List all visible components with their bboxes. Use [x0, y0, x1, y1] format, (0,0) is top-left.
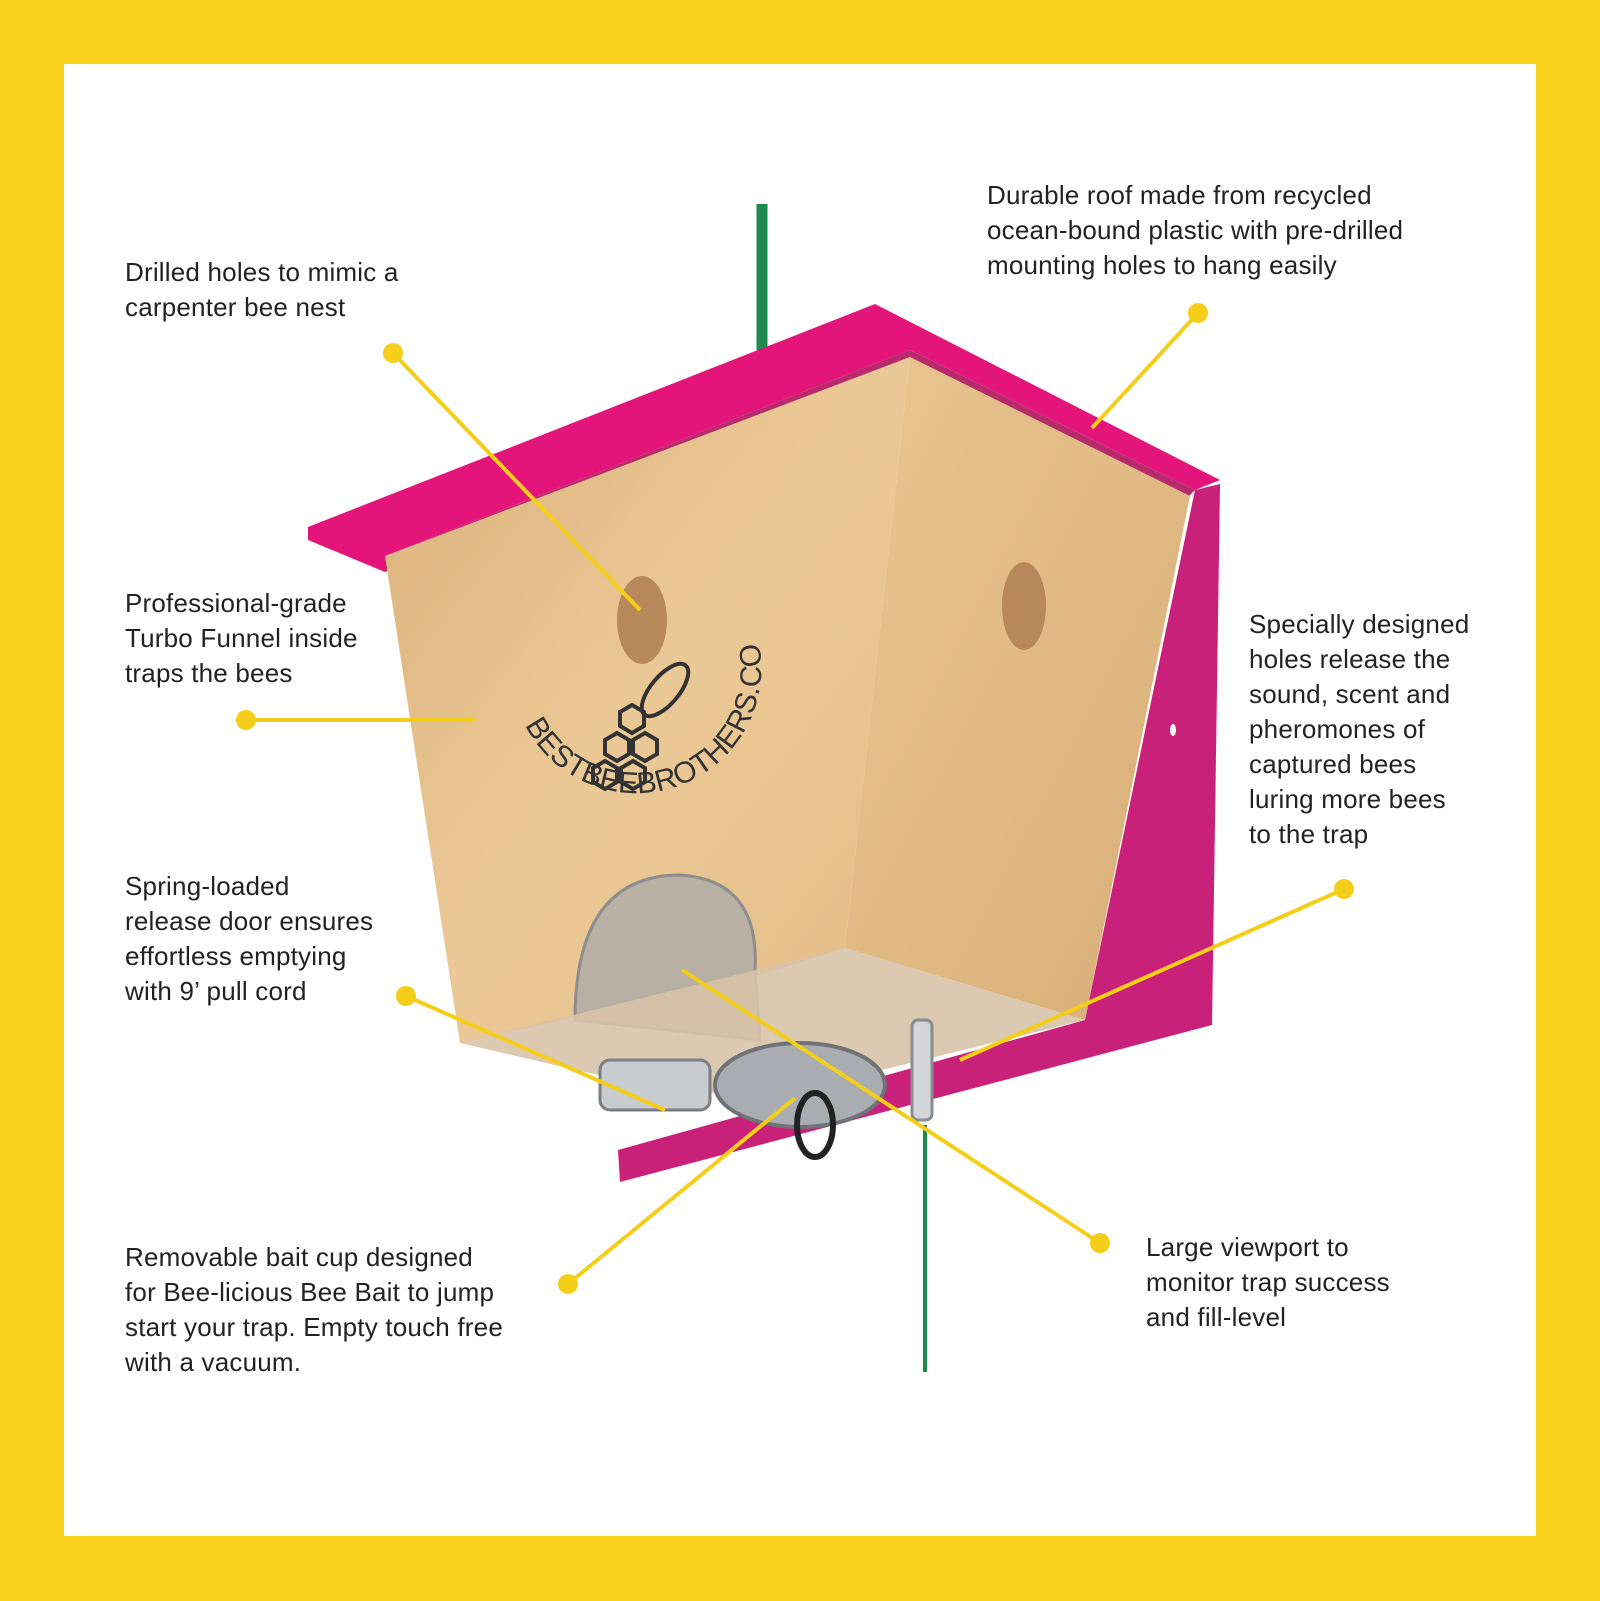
- callout-dot: [1188, 303, 1208, 323]
- entry-hole-side: [1002, 562, 1046, 650]
- pull-clip: [910, 1018, 934, 1122]
- callout-release-holes: Specially designed holes release the sou…: [1249, 609, 1470, 849]
- callout-dot: [558, 1274, 578, 1294]
- callout-dot: [1090, 1233, 1110, 1253]
- callout-line-release-door: [405, 994, 666, 1112]
- entry-hole-front: [617, 576, 667, 664]
- callout-dot: [396, 986, 416, 1006]
- trap-side-face: [845, 357, 1190, 1020]
- callout-dot: [1334, 879, 1354, 899]
- callout-dot: [383, 343, 403, 363]
- bait-cup-ring: [794, 1090, 836, 1160]
- callout-dot: [236, 710, 256, 730]
- honeycomb-logo-icon: [591, 661, 691, 792]
- callout-line-bait-cup: [566, 1096, 797, 1286]
- release-latch: [598, 1058, 712, 1112]
- callout-viewport: Large viewport to monitor trap success a…: [1146, 1232, 1390, 1332]
- callout-line-viewport: [680, 968, 1102, 1245]
- callout-line-roof: [1090, 311, 1200, 430]
- callout-turbo-funnel: Professional-grade Turbo Funnel inside t…: [125, 588, 358, 688]
- callout-roof: Durable roof made from recycled ocean-bo…: [987, 180, 1404, 280]
- callout-drilled-holes: Drilled holes to mimic a carpenter bee n…: [125, 257, 399, 322]
- roof: [308, 304, 1220, 572]
- callout-line-drilled-holes: [391, 351, 642, 612]
- trap-front-face: [385, 357, 910, 1043]
- callout-lines: [246, 311, 1345, 1286]
- callout-bait-cup: Removable bait cup designed for Bee-lici…: [125, 1242, 503, 1377]
- mounting-hole: [1170, 724, 1176, 736]
- callout-line-release-holes: [959, 887, 1345, 1062]
- callout-release-door: Spring-loaded release door ensures effor…: [125, 871, 374, 1006]
- callout-dots: [236, 303, 1354, 1294]
